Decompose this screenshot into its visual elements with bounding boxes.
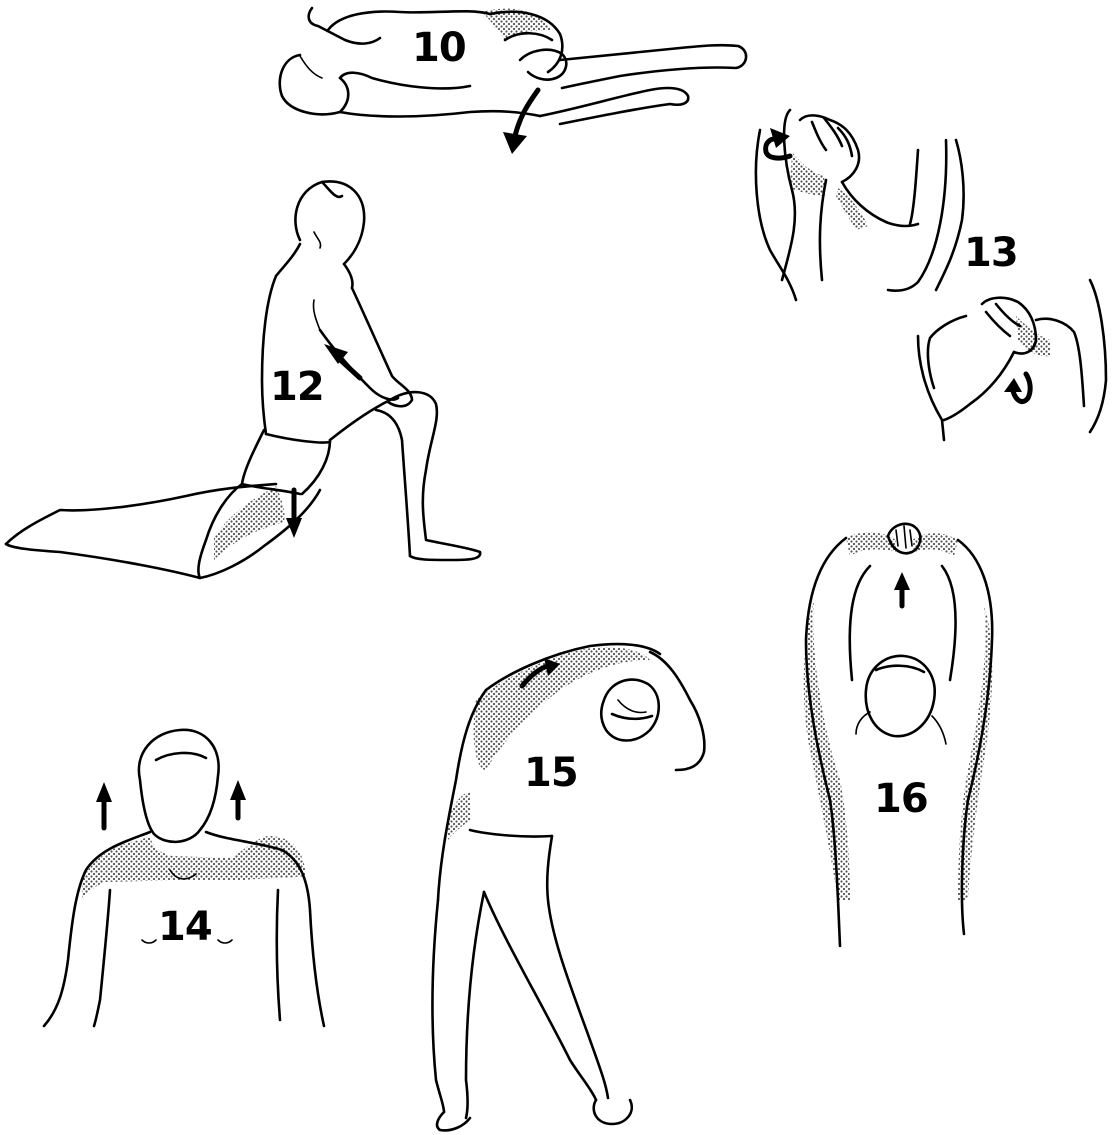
figure-label: 13 bbox=[964, 230, 1018, 276]
figure-15: 15 bbox=[431, 642, 706, 1132]
figure-16: 16 bbox=[803, 522, 994, 948]
figure-label: 14 bbox=[158, 904, 212, 950]
figure-13: 13 bbox=[754, 108, 1108, 442]
figure-label: 16 bbox=[874, 776, 928, 822]
figure-14: 14 bbox=[42, 728, 326, 1028]
figure-label: 12 bbox=[270, 364, 324, 410]
figure-10: 10 bbox=[278, 6, 748, 154]
figure-label: 10 bbox=[412, 25, 466, 71]
figure-label: 15 bbox=[524, 750, 578, 796]
figure-12: 12 bbox=[4, 180, 482, 580]
